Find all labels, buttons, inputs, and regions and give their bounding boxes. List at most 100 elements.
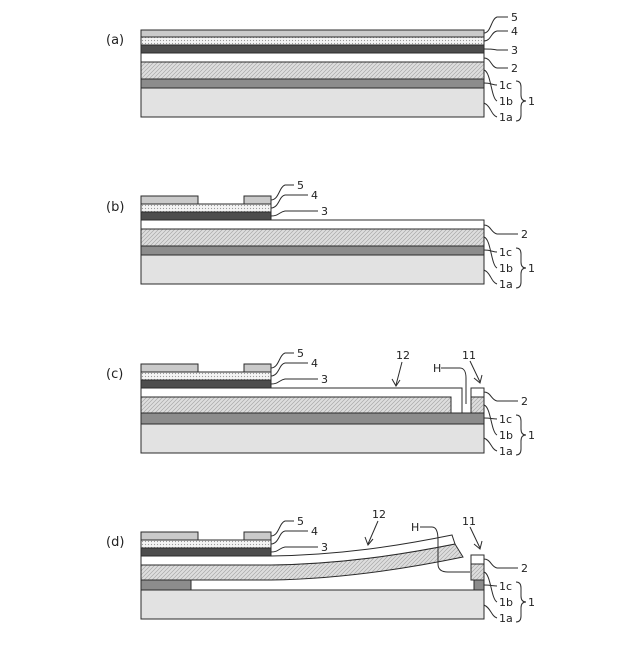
ref-1b: 1b	[499, 95, 513, 108]
layer-5-right	[244, 364, 271, 372]
brace-1	[516, 415, 526, 455]
leader-1a	[484, 103, 497, 117]
ref-1a: 1a	[499, 612, 513, 625]
layer-5	[141, 30, 484, 37]
ref-5: 5	[511, 11, 518, 24]
panel-d: (d) 5 4 3	[106, 508, 535, 625]
ref-1: 1	[528, 429, 535, 442]
leader-3	[271, 547, 318, 552]
layer-2	[141, 53, 484, 62]
leader-12	[368, 521, 378, 544]
ref-1c: 1c	[499, 413, 512, 426]
ref-2: 2	[521, 395, 528, 408]
leader-2	[484, 392, 518, 401]
leader-3	[271, 379, 318, 384]
leader-11-arrowhead	[474, 541, 482, 549]
layer-1b-island	[471, 564, 484, 580]
layer-4	[141, 372, 271, 380]
ref-1c: 1c	[499, 580, 512, 593]
brace-1	[516, 248, 526, 288]
leader-1a	[484, 438, 497, 451]
leader-3	[484, 49, 508, 50]
ref-2: 2	[521, 562, 528, 575]
leader-1a	[484, 605, 497, 618]
leader-4	[484, 31, 508, 41]
layer-1b	[141, 62, 484, 79]
panel-d-label: (d)	[106, 535, 124, 550]
substrate-1a	[141, 255, 484, 284]
layer-1c	[141, 246, 484, 255]
leader-2	[484, 58, 508, 68]
layer-1b	[141, 229, 484, 246]
leader-5	[271, 185, 294, 200]
ref-1a: 1a	[499, 111, 513, 124]
layer-4	[141, 540, 271, 548]
ref-5: 5	[297, 515, 304, 528]
ref-3: 3	[321, 541, 328, 554]
layer-1c-island	[474, 580, 484, 590]
layer-2-island	[471, 555, 484, 564]
substrate-1a	[141, 590, 484, 619]
ref-3: 3	[511, 44, 518, 57]
ref-1: 1	[528, 596, 535, 609]
ref-H: H	[433, 362, 441, 375]
layer-2-island	[471, 388, 484, 397]
layer-5-left	[141, 196, 198, 204]
ref-1: 1	[528, 95, 535, 108]
substrate-1a	[141, 424, 484, 453]
brace-1	[516, 81, 526, 121]
ref-12: 12	[372, 508, 386, 521]
layer-1c-remnant	[141, 580, 191, 590]
ref-1a: 1a	[499, 278, 513, 291]
ref-2: 2	[521, 228, 528, 241]
panel-c: (c) 5 4 3 12	[106, 347, 535, 458]
panel-b-label: (b)	[106, 200, 124, 215]
ref-4: 4	[311, 525, 318, 538]
layer-1b-island	[471, 397, 484, 413]
layer-5-left	[141, 364, 198, 372]
layer-4	[141, 204, 271, 212]
layer-5-right	[244, 196, 271, 204]
leader-11-arrowhead	[474, 375, 482, 383]
layer-3	[141, 380, 271, 388]
ref-2: 2	[511, 62, 518, 75]
ref-1b: 1b	[499, 429, 513, 442]
leader-1b	[484, 237, 497, 268]
leader-1b	[484, 405, 497, 435]
ref-5: 5	[297, 347, 304, 360]
panel-b: (b) 5 4 3 2 1c 1b 1a 1	[106, 179, 535, 291]
layer-4	[141, 37, 484, 45]
leader-1b	[484, 572, 497, 602]
layer-3	[141, 212, 271, 220]
leader-2	[484, 559, 518, 568]
layer-2	[141, 220, 484, 229]
ref-1b: 1b	[499, 262, 513, 275]
leader-1b	[484, 70, 497, 101]
brace-1	[516, 582, 526, 622]
ref-1c: 1c	[499, 246, 512, 259]
ref-3: 3	[321, 373, 328, 386]
leader-3	[271, 211, 318, 216]
ref-5: 5	[297, 179, 304, 192]
leader-5	[271, 353, 294, 368]
ref-11: 11	[462, 515, 476, 528]
ref-3: 3	[321, 205, 328, 218]
layer-3	[141, 548, 271, 556]
layer-1c	[141, 79, 484, 88]
ref-1b: 1b	[499, 596, 513, 609]
layer-1c	[141, 413, 484, 424]
leader-1a	[484, 270, 497, 284]
ref-1c: 1c	[499, 79, 512, 92]
ref-12: 12	[396, 349, 410, 362]
ref-1a: 1a	[499, 445, 513, 458]
layer-3	[141, 45, 484, 53]
ref-4: 4	[311, 189, 318, 202]
layer-5-right	[244, 532, 271, 540]
ref-1: 1	[528, 262, 535, 275]
ref-11: 11	[462, 349, 476, 362]
panel-a-label: (a)	[106, 33, 124, 48]
substrate-1a	[141, 88, 484, 117]
ref-H: H	[411, 521, 419, 534]
ref-4: 4	[511, 25, 518, 38]
